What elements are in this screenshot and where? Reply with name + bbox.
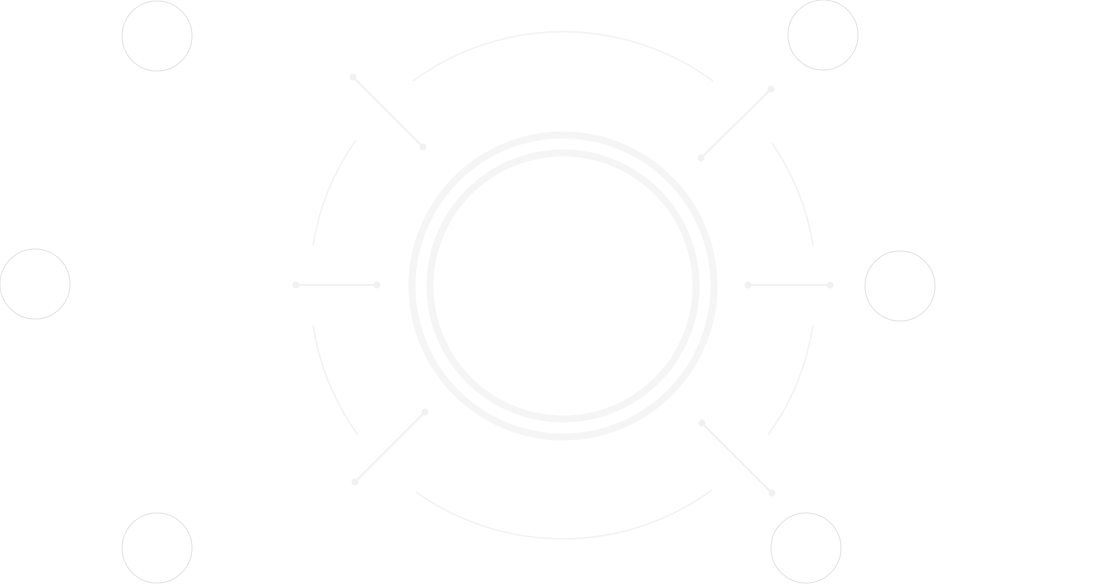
connectors [292, 73, 834, 497]
connector-bottom-left [351, 408, 429, 486]
node-top-left[interactable] [121, 0, 193, 72]
node-middle-left[interactable] [0, 248, 71, 320]
node-middle-right[interactable] [864, 250, 936, 322]
connector-top-left [349, 73, 427, 151]
outer-arc-bottom [415, 489, 713, 540]
outer-arc-ring [312, 31, 814, 540]
connector-top-right [697, 85, 775, 162]
outer-arc-top [412, 31, 714, 82]
outer-arc-left-lower [312, 324, 359, 436]
center-inner-ring [426, 149, 700, 423]
node-top-right[interactable] [787, 0, 859, 71]
outer-arc-right-upper [771, 142, 814, 246]
center-outer-ring [408, 131, 718, 441]
outer-arc-left-upper [312, 139, 357, 246]
node-bottom-right[interactable] [770, 512, 842, 584]
connector-bottom-right [698, 419, 776, 497]
connector-right [744, 281, 834, 289]
connector-left [292, 281, 381, 289]
node-bottom-left[interactable] [121, 512, 193, 584]
outer-arc-right-lower [767, 324, 814, 436]
